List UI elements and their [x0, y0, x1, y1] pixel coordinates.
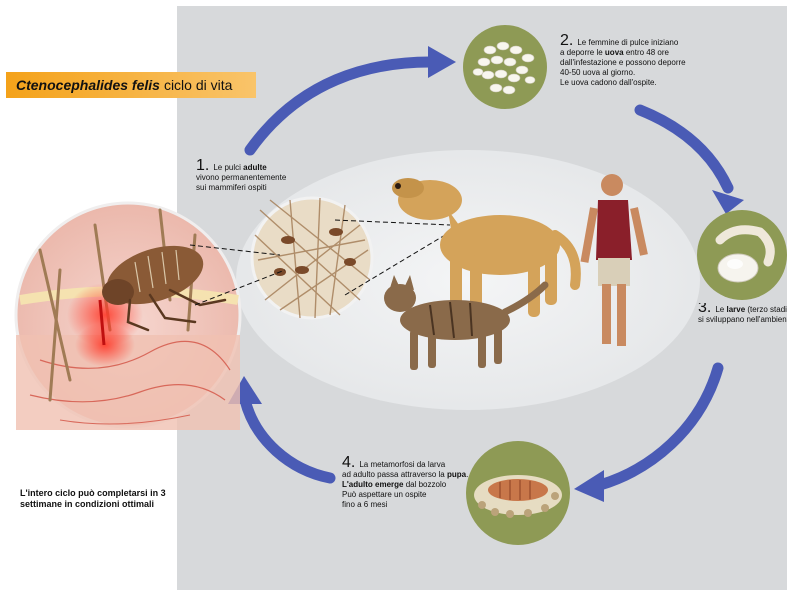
step-text: Le femmine di pulce iniziano	[577, 38, 678, 47]
step-number: 4.	[342, 454, 355, 471]
step-line: 2.Le femmine di pulce iniziano	[560, 36, 750, 48]
step-text: La metamorfosi da larva	[359, 460, 445, 469]
step-line: 40-50 uova al giorno.	[560, 68, 750, 78]
step-number: 2.	[560, 32, 573, 49]
arrow-head-3	[574, 470, 604, 502]
step-line: a deporre le uova entro 48 ore	[560, 48, 750, 58]
step-line: 3.Le larve (terzo stadio	[698, 303, 787, 315]
skin-closeup	[16, 203, 240, 430]
stage-larva	[697, 210, 787, 300]
step-text: pupa	[447, 470, 466, 479]
stage-eggs	[463, 25, 547, 109]
step-line: fino a 6 mesi	[342, 500, 492, 510]
step-2-eggs: 2.Le femmine di pulce inizianoa deporre …	[560, 36, 750, 88]
step-text: L'adulto emerge	[342, 480, 403, 489]
step-3-larvae: 3.Le larve (terzo stadiosi sviluppano ne…	[698, 303, 787, 325]
step-text: Le	[715, 305, 726, 314]
cycle-duration-note: L'intero ciclo può completarsi in 3 sett…	[20, 488, 180, 510]
step-1-adults: 1.Le pulci adultevivono permanentementes…	[196, 161, 336, 193]
step-text: Le	[213, 163, 224, 172]
step-text: a deporre le	[560, 48, 605, 57]
step-text: sui mammiferi ospiti	[196, 183, 267, 192]
arrow-head-1	[428, 46, 456, 78]
step-text: dall'infestazione e possono deporre	[560, 58, 686, 67]
step-line: L'adulto emerge dal bozzolo	[342, 480, 492, 490]
arrow-3-to-4	[600, 368, 718, 485]
step-line: Può aspettare un ospite	[342, 490, 492, 500]
step-text: Può aspettare un ospite	[342, 490, 427, 499]
step-line: Le uova cadono dall'ospite.	[560, 78, 750, 88]
step-text: vivono permanentemente	[196, 173, 286, 182]
step-text: entro 48 ore	[624, 48, 669, 57]
step-text: larve	[726, 305, 745, 314]
step-line: 1.Le pulci adulte	[196, 161, 336, 173]
step-text: pulci	[224, 163, 243, 172]
title-banner: Ctenocephalides felis ciclo di vita	[6, 72, 256, 98]
step-line: ad adulto passa attraverso la pupa.	[342, 470, 492, 480]
step-text: Le uova cadono dall'ospite.	[560, 78, 657, 87]
arrow-2-to-3	[640, 110, 728, 188]
step-text: adulte	[243, 163, 267, 172]
step-text: (terzo stadio	[745, 305, 787, 314]
arrow-1-to-2	[250, 62, 430, 150]
step-text: uova	[605, 48, 624, 57]
step-text: dal bozzolo	[403, 480, 446, 489]
step-line: si sviluppano nell'ambiente	[698, 315, 787, 325]
title-species: Ctenocephalides felis	[16, 77, 160, 93]
step-line: sui mammiferi ospiti	[196, 183, 336, 193]
step-number: 1.	[196, 157, 209, 174]
step-text: ad adulto passa attraverso la	[342, 470, 447, 479]
step-text: fino a 6 mesi	[342, 500, 387, 509]
step-text: .	[466, 470, 468, 479]
title-suffix: ciclo di vita	[164, 77, 232, 93]
step-4-pupa: 4.La metamorfosi da larvaad adulto passa…	[342, 458, 492, 510]
fur-magnified	[252, 198, 372, 318]
arrow-4-to-1	[245, 400, 330, 478]
step-line: vivono permanentemente	[196, 173, 336, 183]
step-text: si sviluppano nell'ambiente	[698, 315, 787, 324]
step-line: 4.La metamorfosi da larva	[342, 458, 492, 470]
step-text: 40-50 uova al giorno.	[560, 68, 635, 77]
step-line: dall'infestazione e possono deporre	[560, 58, 750, 68]
